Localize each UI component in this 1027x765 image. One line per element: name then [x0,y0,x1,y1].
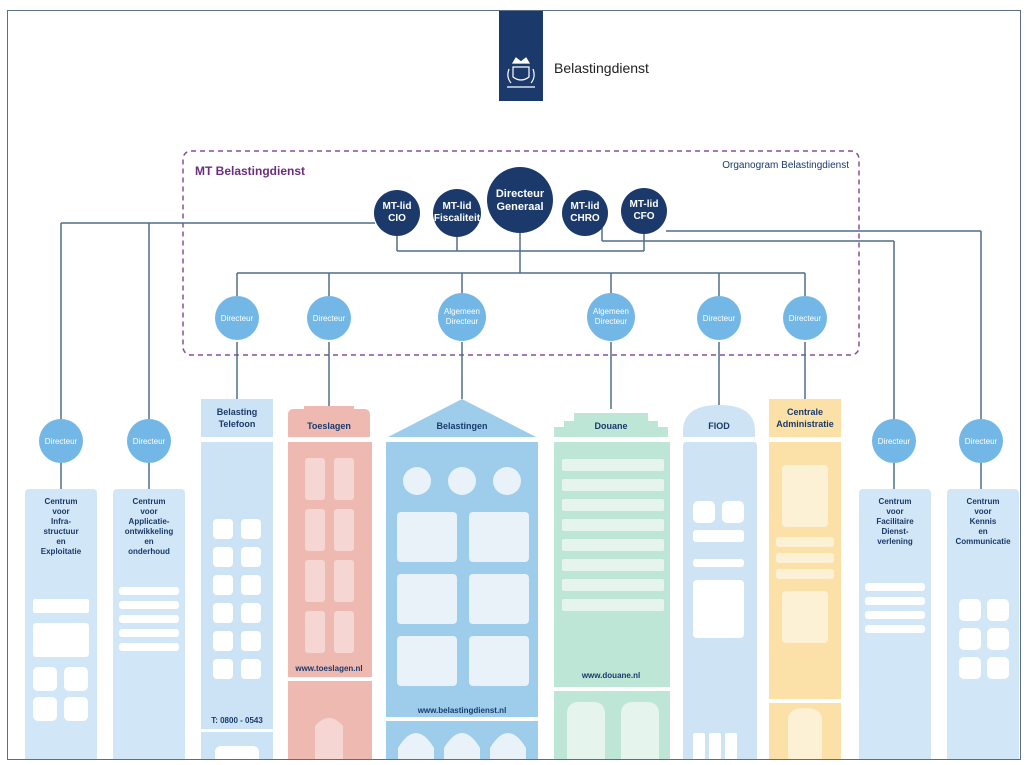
svg-text:Administratie: Administratie [776,419,834,429]
building-centrum-applicatie: Centrum voor Applicatie- ontwikkeling en… [113,489,185,759]
svg-text:CFO: CFO [633,211,654,222]
logo-ribbon [499,11,543,101]
svg-text:MT-lid: MT-lid [630,199,659,210]
node-mt-cfo: MT-lid CFO [621,188,667,234]
svg-text:FIOD: FIOD [708,421,730,431]
svg-text:Facilitaire: Facilitaire [876,517,914,526]
belastingdienst-logo: Belastingdienst [499,11,649,101]
building-douane: Douane www.douane.nl [554,413,670,759]
building-centrum-infra: Centrum voor Infra- structuur en Exploit… [25,489,97,759]
director-node-ckc: Directeur [959,419,1003,463]
svg-text:www.belastingdienst.nl: www.belastingdienst.nl [417,706,507,715]
building-belastingen: Belastingen www.belastingdienst.nl [386,399,538,759]
logo-text: Belastingdienst [554,60,649,76]
node-mt-fiscaliteit: MT-lid Fiscaliteit [433,189,481,237]
svg-text:Centrum: Centrum [45,497,78,506]
svg-text:T: 0800 - 0543: T: 0800 - 0543 [211,716,263,725]
director-node-cie: Directeur [39,419,83,463]
director-node-fiod: Directeur [697,296,741,340]
svg-text:ontwikkeling: ontwikkeling [125,527,174,536]
svg-text:MT-lid: MT-lid [383,201,412,212]
svg-text:www.douane.nl: www.douane.nl [581,671,640,680]
svg-text:Directeur: Directeur [496,188,545,200]
svg-text:en: en [978,527,987,536]
mt-title: MT Belastingdienst [195,164,305,178]
svg-text:en: en [56,537,65,546]
svg-text:Directeur: Directeur [221,314,254,323]
svg-text:www.toeslagen.nl: www.toeslagen.nl [294,664,362,673]
svg-text:Infra-: Infra- [51,517,71,526]
mt-box [182,150,860,356]
svg-text:Centrum: Centrum [133,497,166,506]
director-node-cfd: Directeur [872,419,916,463]
svg-text:Generaal: Generaal [496,201,543,213]
coat-of-arms-icon [507,57,535,88]
svg-text:structuur: structuur [43,527,78,536]
director-node-belastingen: Algemeen Directeur [438,293,486,341]
svg-text:Directeur: Directeur [878,437,911,446]
director-node-telefoon: Directeur [215,296,259,340]
organogram-frame: Belastingdienst MT Belastingdienst Organ… [7,10,1021,760]
node-mt-chro: MT-lid CHRO [562,190,608,236]
connector-lines [60,222,982,489]
svg-text:voor: voor [140,507,157,516]
svg-text:Centrum: Centrum [879,497,912,506]
svg-text:Belastingen: Belastingen [436,421,487,431]
building-centrum-kennis: Centrum voor Kennis en Communicatie [947,489,1019,759]
svg-text:Communicatie: Communicatie [955,537,1011,546]
director-node-cao: Directeur [127,419,171,463]
building-fiod: FIOD [683,405,757,759]
building-centrum-facilitaire: Centrum voor Facilitaire Dienst- verleni… [859,489,931,759]
building-belasting-telefoon: Belasting Telefoon T: 0800 - 0543 [201,399,273,759]
director-node-toeslagen: Directeur [307,296,351,340]
svg-text:Directeur: Directeur [789,314,822,323]
svg-text:Directeur: Directeur [313,314,346,323]
svg-text:voor: voor [974,507,991,516]
svg-text:Algemeen: Algemeen [444,307,480,316]
svg-text:MT-lid: MT-lid [571,201,600,212]
svg-text:Directeur: Directeur [965,437,998,446]
svg-text:Belasting: Belasting [217,407,258,417]
svg-text:Directeur: Directeur [703,314,736,323]
svg-text:CIO: CIO [388,213,406,224]
svg-text:Applicatie-: Applicatie- [129,517,170,526]
director-node-centrale: Directeur [783,296,827,340]
svg-text:Directeur: Directeur [595,317,628,326]
svg-text:Directeur: Directeur [446,317,479,326]
svg-text:voor: voor [52,507,69,516]
svg-text:Kennis: Kennis [970,517,997,526]
svg-text:onderhoud: onderhoud [128,547,170,556]
svg-text:verlening: verlening [877,537,913,546]
svg-text:Directeur: Directeur [133,437,166,446]
organogram-diagram: Belastingdienst MT Belastingdienst Organ… [25,11,1019,759]
node-directeur-generaal: Directeur Generaal [487,167,553,233]
building-centrale-administratie: Centrale Administratie [769,399,841,759]
building-toeslagen: Toeslagen www.toeslagen.nl [288,406,372,759]
svg-text:voor: voor [886,507,903,516]
svg-text:Algemeen: Algemeen [593,307,629,316]
organogram-label: Organogram Belastingdienst [722,160,849,171]
svg-text:Dienst-: Dienst- [881,527,908,536]
svg-text:Telefoon: Telefoon [219,419,256,429]
svg-text:Douane: Douane [594,421,627,431]
svg-text:MT-lid: MT-lid [443,201,472,212]
svg-text:en: en [144,537,153,546]
svg-text:Centrale: Centrale [787,407,823,417]
svg-text:CHRO: CHRO [570,213,600,224]
svg-text:Fiscaliteit: Fiscaliteit [434,213,481,224]
svg-text:Toeslagen: Toeslagen [307,421,351,431]
svg-text:Exploitatie: Exploitatie [41,547,82,556]
svg-text:Centrum: Centrum [967,497,1000,506]
svg-text:Directeur: Directeur [45,437,78,446]
director-node-douane: Algemeen Directeur [587,293,635,341]
node-mt-cio: MT-lid CIO [374,190,420,236]
